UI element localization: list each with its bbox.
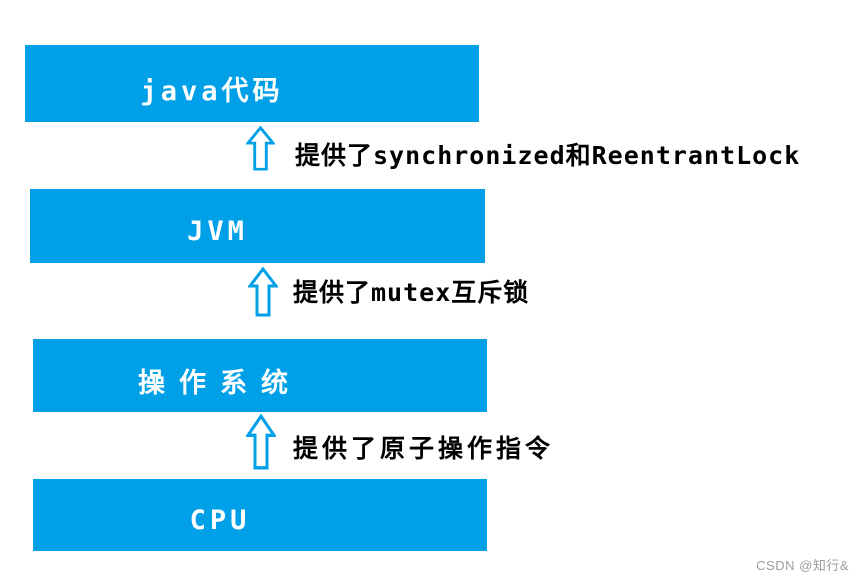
csdn-watermark: CSDN @知行& xyxy=(756,558,849,573)
layer-box-java-code: java代码 xyxy=(25,45,479,122)
arrow-annotation-atomic: 提供了原子操作指令 xyxy=(293,434,555,463)
layer-label-os: 操作系统 xyxy=(138,368,302,399)
up-arrow-icon xyxy=(246,414,276,470)
layer-box-jvm: JVM xyxy=(30,189,485,263)
up-arrow-icon xyxy=(246,126,275,171)
layer-label-jvm: JVM xyxy=(187,215,248,247)
arrow-annotation-synchronized: 提供了synchronized和ReentrantLock xyxy=(295,141,801,170)
layer-box-os: 操作系统 xyxy=(33,339,487,412)
layer-label-cpu: CPU xyxy=(189,504,251,536)
arrow-annotation-mutex: 提供了mutex互斥锁 xyxy=(293,278,530,307)
up-arrow-icon xyxy=(248,267,278,317)
layer-box-cpu: CPU xyxy=(33,479,487,551)
layer-label-java-code: java代码 xyxy=(140,76,284,107)
